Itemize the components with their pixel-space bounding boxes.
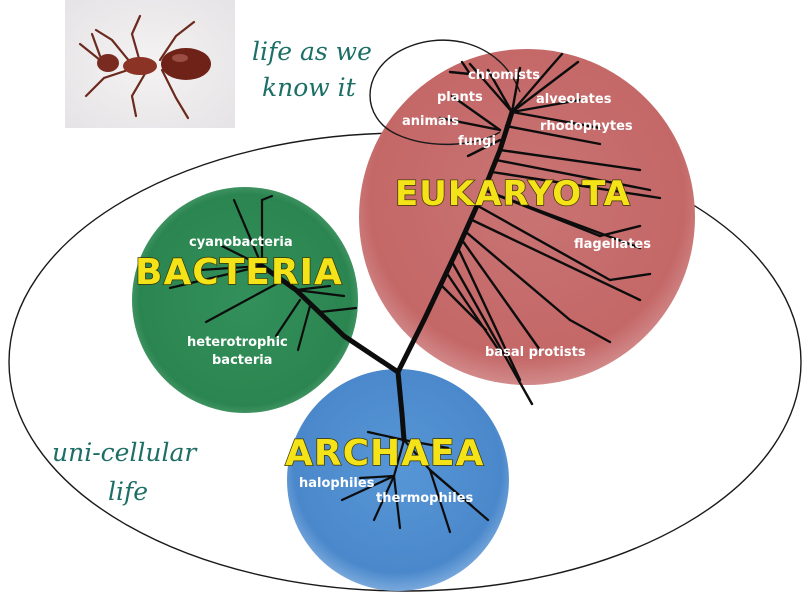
- group-label-animals: animals: [402, 114, 459, 129]
- group-label-rhodophytes: rhodophytes: [540, 119, 633, 134]
- group-label-heterotrophic: heterotrophic: [187, 335, 288, 350]
- group-label-cyanobacteria: cyanobacteria: [189, 235, 293, 250]
- caption-know-it: know it: [262, 73, 357, 102]
- group-label-fungi: fungi: [458, 134, 496, 149]
- group-label-thermophiles: thermophiles: [376, 491, 473, 506]
- group-label-flagellates: flagellates: [574, 237, 651, 252]
- caption-life: life: [108, 477, 148, 506]
- group-label-halophiles: halophiles: [299, 476, 375, 491]
- eukaryota-title: EUKARYOTA: [395, 174, 631, 214]
- archaea-title: ARCHAEA: [285, 433, 484, 474]
- caption-life-as-we: life as we: [252, 37, 372, 66]
- group-label-chromists: chromists: [468, 68, 540, 83]
- group-label-bacteria: bacteria: [212, 353, 272, 368]
- bacteria-title: BACTERIA: [135, 252, 343, 293]
- ant-icon: [65, 0, 235, 128]
- group-label-basal-protists: basal protists: [485, 345, 586, 360]
- group-label-plants: plants: [437, 90, 483, 105]
- caption-unicellular: uni-cellular: [52, 438, 198, 467]
- group-label-alveolates: alveolates: [536, 92, 612, 107]
